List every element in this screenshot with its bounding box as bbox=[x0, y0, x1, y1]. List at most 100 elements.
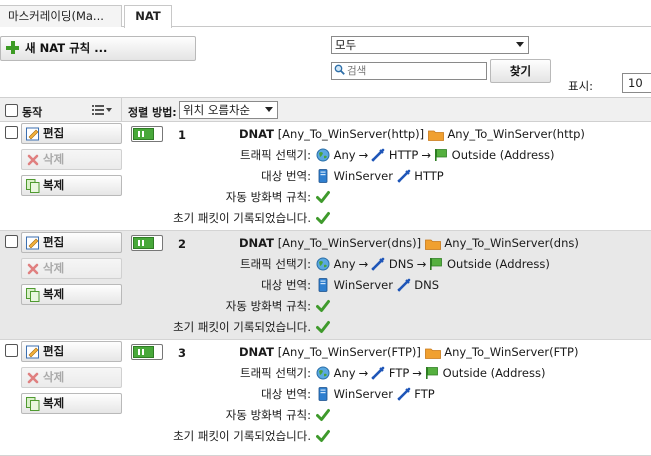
target-host[interactable]: WinServer bbox=[333, 387, 393, 401]
rule-group[interactable]: Any_To_WinServer(dns) bbox=[444, 236, 579, 250]
traffic-selector-value: Any→ HTTP→ Outside (Address) bbox=[316, 147, 555, 163]
check-icon bbox=[316, 408, 330, 422]
service[interactable]: DNS bbox=[388, 257, 414, 271]
arrow-separator: → bbox=[412, 366, 422, 380]
service[interactable]: FTP bbox=[388, 366, 410, 380]
header-divider bbox=[121, 98, 122, 123]
check-icon bbox=[316, 190, 330, 204]
copy-button[interactable]: 복제 bbox=[21, 284, 122, 305]
rule-group[interactable]: Any_To_WinServer(http) bbox=[447, 127, 585, 141]
enable-toggle[interactable] bbox=[131, 235, 163, 251]
rule-position: 1 bbox=[178, 128, 187, 142]
sort-select[interactable]: 위치 오름차순 bbox=[179, 101, 278, 119]
row-checkbox[interactable] bbox=[5, 126, 18, 139]
enable-toggle[interactable] bbox=[131, 126, 163, 142]
edit-label: 편집 bbox=[43, 126, 65, 140]
target-service[interactable]: DNS bbox=[414, 278, 440, 292]
copy-button[interactable]: 복제 bbox=[21, 175, 122, 196]
folder-icon bbox=[425, 238, 441, 250]
edit-label: 편집 bbox=[43, 235, 65, 249]
destination-network[interactable]: Outside (Address) bbox=[451, 148, 555, 162]
initial-packet-label: 초기 패킷이 기록되었습니다. bbox=[173, 320, 311, 334]
network-flag-icon bbox=[434, 148, 448, 162]
auto-firewall-line: 자동 방화벽 규칙: bbox=[0, 298, 651, 314]
initial-packet-label: 초기 패킷이 기록되었습니다. bbox=[173, 211, 311, 225]
check-icon bbox=[316, 429, 330, 443]
page-size-input[interactable]: 10 bbox=[622, 73, 651, 93]
service-plug-icon bbox=[397, 169, 411, 183]
target-translation-label: 대상 번역: bbox=[261, 387, 311, 401]
new-nat-rule-button[interactable]: 새 NAT 규칙 ... bbox=[0, 36, 196, 61]
enable-toggle[interactable] bbox=[131, 344, 163, 360]
rule-group[interactable]: Any_To_WinServer(FTP) bbox=[444, 345, 579, 359]
destination-network[interactable]: Outside (Address) bbox=[446, 257, 550, 271]
target-service[interactable]: HTTP bbox=[414, 169, 444, 183]
traffic-selector-label: 트래픽 선택기: bbox=[239, 257, 311, 271]
source-network[interactable]: Any bbox=[333, 148, 356, 162]
rule-title: DNAT [Any_To_WinServer(dns)] Any_To_WinS… bbox=[239, 235, 579, 251]
tab-nat[interactable]: NAT bbox=[124, 5, 172, 28]
service-plug-icon bbox=[371, 366, 385, 380]
arrow-separator: → bbox=[358, 366, 369, 380]
page-size-label: 표시: bbox=[568, 79, 594, 93]
rule-position: 3 bbox=[178, 346, 187, 360]
column-options-icon[interactable] bbox=[92, 105, 104, 115]
check-icon bbox=[316, 211, 330, 225]
tab-masquerading[interactable]: 마스커레이딩(Ma... bbox=[0, 5, 122, 27]
edit-icon bbox=[26, 236, 40, 250]
folder-icon bbox=[425, 347, 441, 359]
select-all-checkbox[interactable] bbox=[5, 104, 18, 117]
folder-icon bbox=[428, 129, 444, 141]
auto-firewall-label: 자동 방화벽 규칙: bbox=[225, 408, 311, 422]
traffic-selector-line: 트래픽 선택기: Any→ HTTP→ Outside (Address) bbox=[0, 147, 651, 163]
host-icon bbox=[316, 387, 330, 401]
tab-bar: 마스커레이딩(Ma... NAT bbox=[0, 0, 651, 28]
edit-button[interactable]: 편집 bbox=[21, 232, 122, 253]
source-network[interactable]: Any bbox=[333, 366, 356, 380]
rule-type: DNAT bbox=[239, 236, 275, 250]
search-input[interactable] bbox=[347, 64, 485, 78]
destination-network[interactable]: Outside (Address) bbox=[442, 366, 546, 380]
copy-label: 복제 bbox=[43, 178, 65, 192]
new-nat-rule-label: 새 NAT 규칙 ... bbox=[25, 41, 108, 55]
list-header: 동작 정렬 방법: 위치 오름차순 bbox=[0, 97, 651, 123]
target-service[interactable]: FTP bbox=[414, 387, 435, 401]
copy-button[interactable]: 복제 bbox=[21, 393, 122, 414]
column-options-chevron-icon[interactable] bbox=[106, 108, 112, 112]
target-host[interactable]: WinServer bbox=[333, 169, 393, 183]
rule-title: DNAT [Any_To_WinServer(http)] Any_To_Win… bbox=[239, 126, 585, 142]
edit-button[interactable]: 편집 bbox=[21, 123, 122, 144]
rule-position: 2 bbox=[178, 237, 187, 251]
sort-select-value: 위치 오름차순 bbox=[183, 103, 251, 117]
network-flag-icon bbox=[425, 366, 439, 380]
search-box bbox=[331, 62, 487, 80]
globe-icon bbox=[316, 366, 330, 380]
auto-firewall-label: 자동 방화벽 규칙: bbox=[225, 190, 311, 204]
target-translation-value: WinServer FTP bbox=[316, 386, 435, 402]
check-icon bbox=[316, 299, 330, 313]
delete-button[interactable]: 삭제 bbox=[21, 258, 122, 279]
filter-select-value: 모두 bbox=[335, 38, 357, 52]
rule-title: DNAT [Any_To_WinServer(FTP)] Any_To_WinS… bbox=[239, 344, 578, 360]
search-button[interactable]: 찾기 bbox=[490, 59, 551, 83]
check-icon bbox=[316, 320, 330, 334]
target-host[interactable]: WinServer bbox=[333, 278, 393, 292]
service-plug-icon bbox=[371, 148, 385, 162]
delete-button[interactable]: 삭제 bbox=[21, 149, 122, 170]
service[interactable]: HTTP bbox=[388, 148, 419, 162]
row-checkbox[interactable] bbox=[5, 344, 18, 357]
toggle-on-indicator bbox=[133, 237, 154, 249]
filter-select[interactable]: 모두 bbox=[331, 36, 529, 54]
source-network[interactable]: Any bbox=[333, 257, 356, 271]
delete-button[interactable]: 삭제 bbox=[21, 367, 122, 388]
action-column-label: 동작 bbox=[22, 106, 43, 119]
sort-label: 정렬 방법: bbox=[128, 106, 177, 119]
network-flag-icon bbox=[429, 257, 443, 271]
edit-button[interactable]: 편집 bbox=[21, 341, 122, 362]
globe-icon bbox=[316, 257, 330, 271]
delete-label: 삭제 bbox=[43, 370, 65, 384]
auto-firewall-line: 자동 방화벽 규칙: bbox=[0, 407, 651, 423]
row-checkbox[interactable] bbox=[5, 235, 18, 248]
delete-label: 삭제 bbox=[43, 261, 65, 275]
arrow-separator: → bbox=[416, 257, 427, 271]
